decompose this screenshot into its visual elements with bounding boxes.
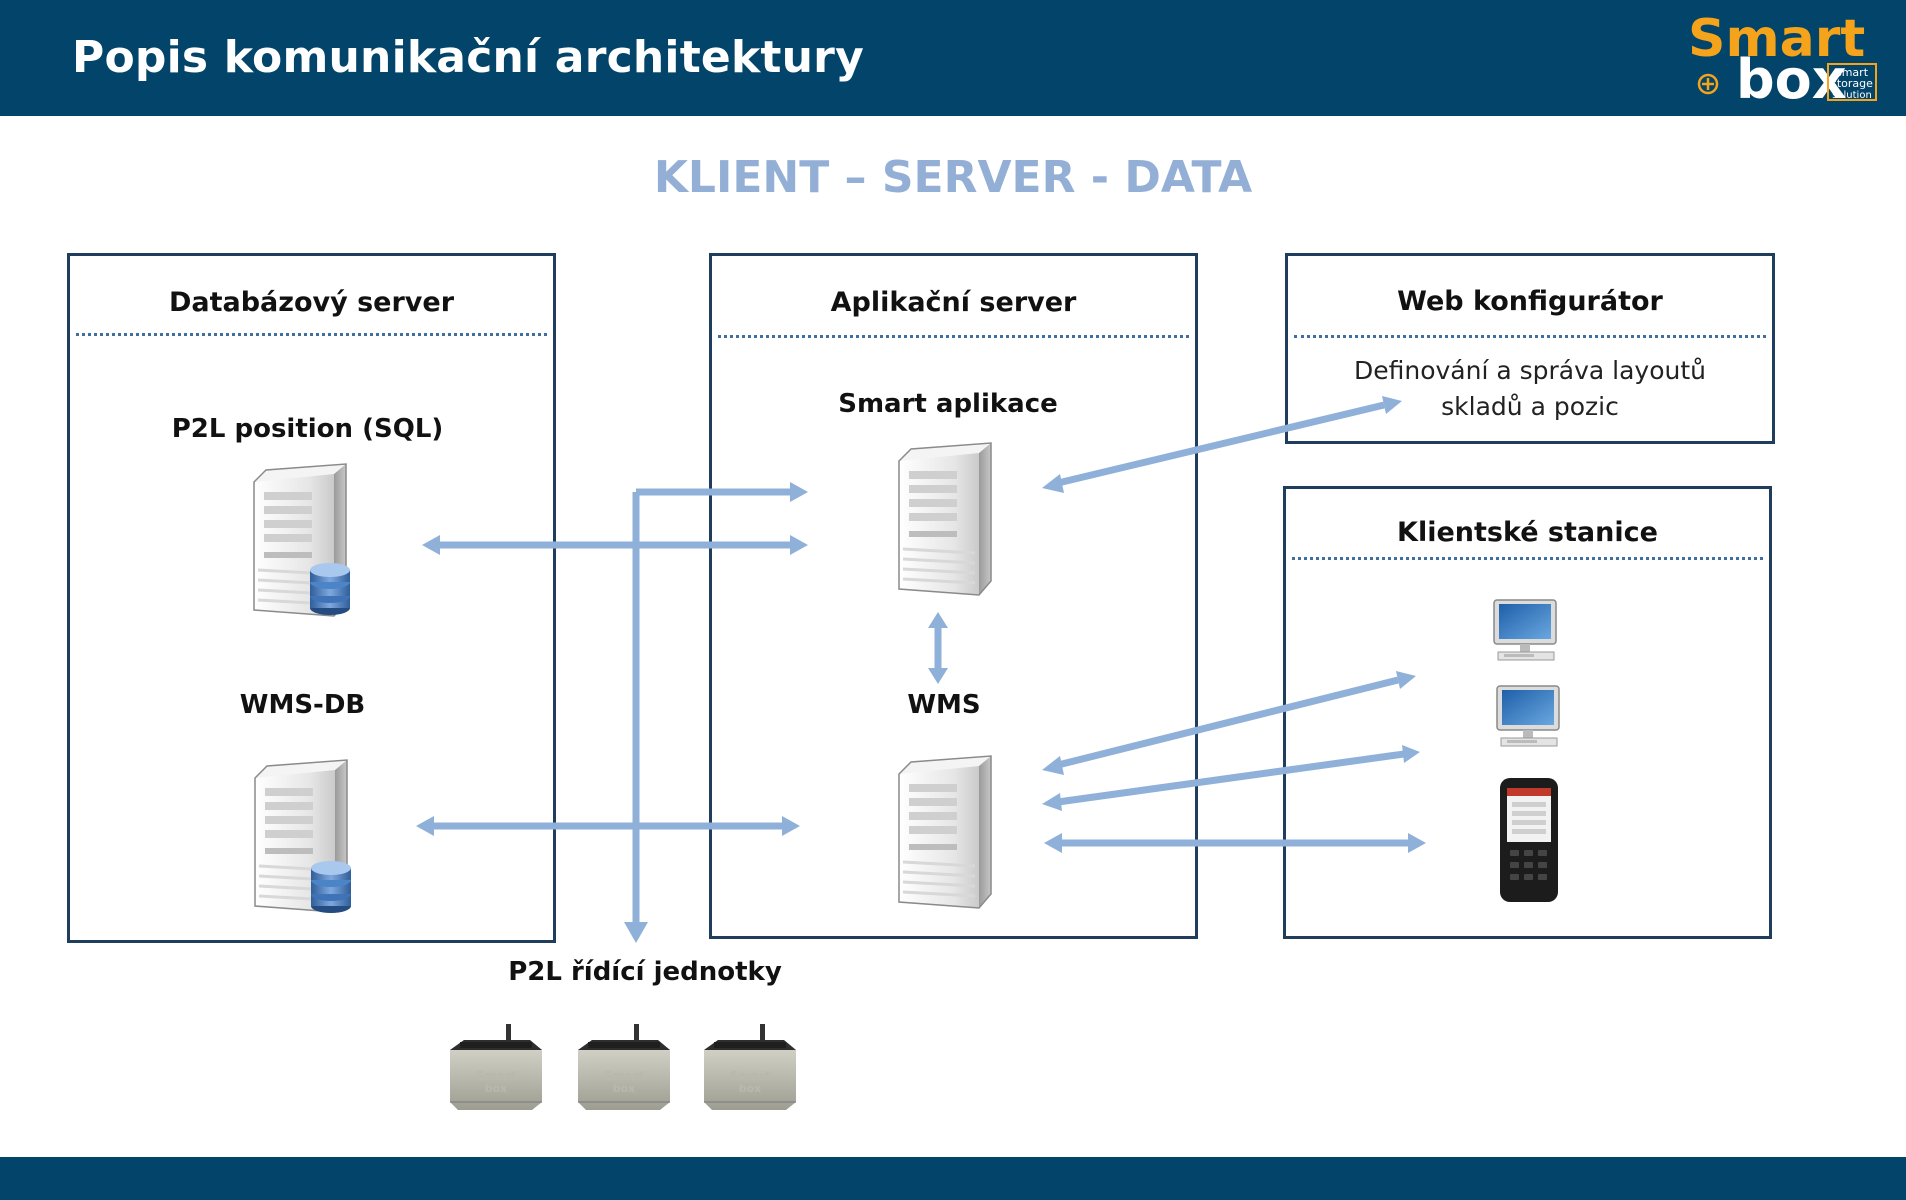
web-configurator-title: Web konfigurátor: [1397, 286, 1663, 317]
arrow-smart-app-to-web: [1057, 401, 1385, 487]
connection-arrows: [416, 396, 1426, 943]
header-bar: Popis komunikační architektury Smart box…: [0, 0, 1906, 116]
control-unit-icon: [577, 1023, 671, 1111]
separator: [76, 333, 547, 336]
arrow-wms-to-desktop-2: [1057, 750, 1405, 806]
database-icon: [311, 861, 351, 913]
handheld-terminal-icon: [1500, 778, 1558, 902]
control-unit-icon: [703, 1023, 797, 1111]
database-server-title: Databázový server: [168, 287, 455, 318]
separator: [1294, 335, 1766, 338]
smart-aplikace-label: Smart aplikace: [838, 389, 1058, 419]
page-title: Popis komunikační architektury: [72, 32, 864, 83]
client-stations-title: Klientské stanice: [1397, 517, 1658, 548]
wms-db-label: WMS-DB: [239, 690, 366, 720]
svg-text:smart: smart: [1836, 66, 1869, 79]
svg-text:solution: solution: [1832, 90, 1872, 101]
wms-label: WMS: [907, 690, 981, 720]
separator: [1292, 557, 1763, 560]
arrow-wms-to-desktop-1: [1057, 676, 1399, 769]
server-icon: [897, 754, 993, 910]
desktop-icon: [1493, 599, 1557, 661]
server-icon: [897, 441, 993, 597]
smartbox-logo: Smart box smart storage solution: [1688, 10, 1877, 104]
control-units-label: P2L řídící jednotky: [508, 957, 782, 987]
database-icon: [310, 563, 350, 615]
p2l-position-label: P2L position (SQL): [171, 414, 444, 444]
desktop-icon: [1496, 685, 1560, 747]
separator: [718, 335, 1189, 338]
web-configurator-description: Definování a správa layoutů skladů a poz…: [1353, 356, 1707, 421]
diagram-subtitle: KLIENT – SERVER - DATA: [653, 152, 1253, 203]
application-server-title: Aplikační server: [830, 287, 1077, 318]
svg-text:storage: storage: [1831, 77, 1873, 90]
footer-bar: [0, 1157, 1906, 1200]
control-unit-icon: [449, 1023, 543, 1111]
arrow-head-control-units: [624, 922, 648, 943]
logo-smart: Smart: [1688, 10, 1865, 69]
